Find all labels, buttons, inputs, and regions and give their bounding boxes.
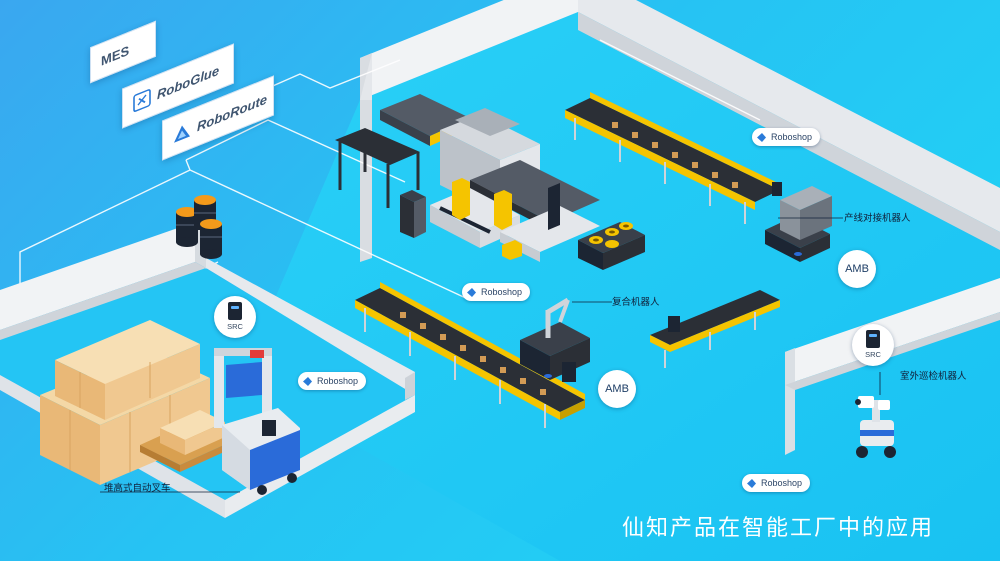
roboglue-logo-icon (133, 88, 151, 113)
amb-badge-composite: AMB (598, 370, 636, 408)
outdoor-patrol-robot (855, 396, 896, 458)
system-card-roboglue: RoboGlue (122, 43, 234, 129)
roboshop-logo-icon (746, 478, 757, 489)
src-label: SRC (227, 322, 243, 331)
roboshop-badge-composite: Roboshop (462, 283, 531, 301)
page-caption: 仙知产品在智能工厂中的应用 (622, 516, 935, 541)
back-wall-left (360, 0, 578, 262)
material-rolls-station (578, 222, 645, 270)
roboshop-badge-forklift: Roboshop (298, 372, 367, 390)
roboshop-badge-line-docking: Roboshop (752, 128, 821, 146)
controller-device-icon (866, 330, 880, 348)
label-outdoor-patrol-robot: 室外巡检机器人 (900, 371, 967, 382)
roboshop-badge-label: Roboshop (317, 376, 359, 386)
src-controller-patrol: SRC (852, 324, 894, 366)
stacking-forklift (214, 348, 300, 495)
factory-floor (240, 12, 1000, 561)
stacked-cartons (40, 320, 210, 485)
controller-device-icon (228, 302, 242, 320)
amb-label: AMB (605, 383, 629, 395)
roboshop-logo-icon (756, 132, 767, 143)
pallet (140, 410, 235, 472)
conveyor-small-right (650, 290, 780, 368)
system-card-label: MES (101, 42, 130, 69)
system-card-roboroute: RoboRoute (162, 75, 274, 161)
conveyor-top-right (565, 92, 780, 224)
label-line-docking-robot: 产线对接机器人 (844, 213, 911, 224)
roboshop-badge-label: Roboshop (771, 132, 813, 142)
amb-badge-line-docking: AMB (838, 250, 876, 288)
roboshop-logo-icon (302, 376, 313, 387)
label-stacking-forklift: 堆高式自动叉车 (104, 483, 171, 494)
roboshop-badge-patrol: Roboshop (742, 474, 811, 492)
src-label: SRC (865, 350, 881, 359)
roboshop-badge-label: Roboshop (481, 287, 523, 297)
production-line-machine (335, 94, 600, 262)
roboshop-badge-label: Roboshop (761, 478, 803, 488)
src-controller-forklift: SRC (214, 296, 256, 338)
amb-label: AMB (845, 263, 869, 275)
oil-barrels (176, 195, 222, 259)
composite-robot (520, 297, 590, 382)
roboshop-logo-icon (466, 287, 477, 298)
roboroute-logo-icon (173, 120, 191, 145)
label-composite-robot: 复合机器人 (612, 297, 660, 308)
label-leader-lines (100, 217, 881, 493)
